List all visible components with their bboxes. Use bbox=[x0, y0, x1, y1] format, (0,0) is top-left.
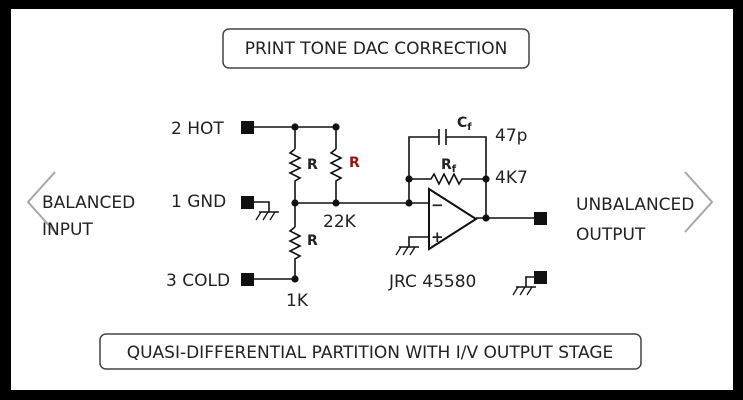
resistor-r-top bbox=[288, 148, 302, 203]
opamp-plus-sign: + bbox=[431, 228, 444, 246]
opamp-part-label: JRC 45580 bbox=[388, 272, 476, 292]
opamp-minus-sign: − bbox=[431, 196, 444, 214]
resistor-rf bbox=[409, 172, 486, 186]
terminal-output-gnd bbox=[534, 271, 547, 284]
node-dot bbox=[291, 275, 299, 283]
resistor-r-red bbox=[329, 148, 343, 203]
opamp-triangle bbox=[428, 187, 478, 251]
wire-cf-right bbox=[446, 136, 487, 218]
node-dot bbox=[332, 123, 340, 131]
label-rf-value: 4K7 bbox=[495, 168, 528, 188]
label-r-red: R bbox=[349, 155, 360, 171]
ground-symbol bbox=[255, 211, 279, 221]
terminal-gnd bbox=[241, 196, 254, 209]
node-dot bbox=[291, 123, 299, 131]
slide: PRINT TONE DAC CORRECTION QUASI-DIFFEREN… bbox=[11, 9, 733, 390]
schematic: PRINT TONE DAC CORRECTION QUASI-DIFFEREN… bbox=[26, 28, 714, 370]
label-cf: Cf bbox=[457, 115, 472, 133]
terminal-hot bbox=[241, 121, 254, 134]
node-dot bbox=[332, 199, 340, 207]
caption-box bbox=[99, 333, 642, 370]
label-r-top: R bbox=[307, 157, 318, 173]
diagram-caption: QUASI-DIFFERENTIAL PARTITION WITH I/V OU… bbox=[127, 343, 614, 363]
resistor-r-bottom bbox=[288, 226, 302, 279]
pin-gnd-label: 1 GND bbox=[171, 192, 226, 212]
title-box bbox=[222, 28, 530, 69]
terminal-output bbox=[534, 212, 547, 225]
diagram-title: PRINT TONE DAC CORRECTION bbox=[245, 39, 508, 59]
wire-output-gnd bbox=[525, 276, 534, 287]
wire-gnd-stub bbox=[254, 201, 270, 212]
wire-opamp-plus bbox=[408, 236, 429, 247]
node-dot bbox=[291, 199, 299, 207]
label-22k: 22K bbox=[323, 212, 357, 232]
label-1k: 1K bbox=[286, 291, 309, 311]
ground-symbol bbox=[395, 246, 419, 256]
output-label-line2: OUTPUT bbox=[576, 225, 646, 245]
pin-cold-label: 3 COLD bbox=[166, 271, 230, 291]
wire-fb-left bbox=[408, 136, 439, 203]
chevron-right-icon[interactable] bbox=[684, 171, 714, 233]
label-cf-value: 47p bbox=[495, 126, 527, 146]
input-label-line2: INPUT bbox=[42, 220, 93, 240]
ground-symbol bbox=[512, 286, 536, 296]
pin-hot-label: 2 HOT bbox=[171, 119, 224, 139]
chevron-left-icon[interactable] bbox=[26, 171, 56, 233]
label-r-bottom: R bbox=[307, 233, 318, 249]
output-label-line1: UNBALANCED bbox=[576, 195, 694, 215]
terminal-cold bbox=[241, 273, 254, 286]
label-rf: Rf bbox=[441, 157, 457, 175]
input-label-line1: BALANCED bbox=[42, 193, 135, 213]
